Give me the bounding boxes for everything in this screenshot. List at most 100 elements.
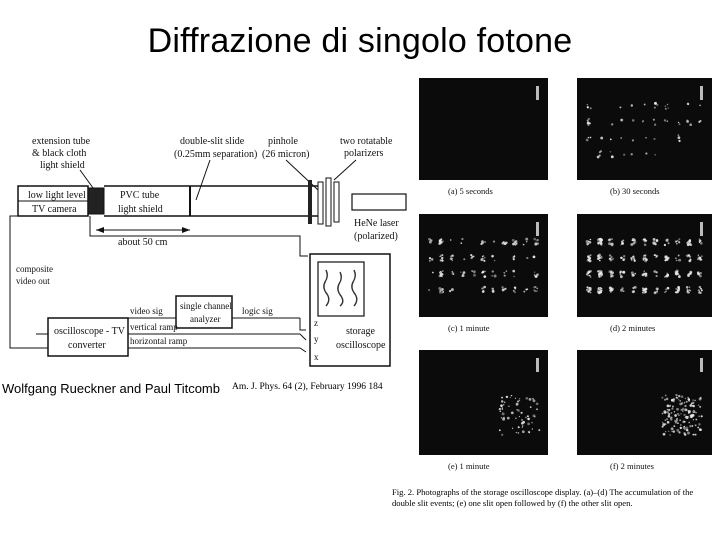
- photon-dot: [499, 429, 501, 431]
- photon-dot: [442, 270, 444, 272]
- photon-dot: [492, 256, 494, 258]
- photon-dot: [529, 432, 531, 434]
- storage-label: storage: [346, 326, 375, 337]
- photon-dot: [688, 104, 689, 105]
- panel-caption: (e) 1 minute: [448, 461, 490, 471]
- photon-dot: [589, 275, 590, 276]
- laser-label: HeNe laser: [354, 218, 399, 229]
- photon-dot: [699, 275, 702, 278]
- photon-dot: [522, 430, 525, 433]
- photon-dot: [665, 108, 667, 110]
- photon-dot: [678, 238, 680, 240]
- analyzer-label: single channel: [180, 301, 232, 311]
- photon-dot: [532, 398, 534, 400]
- photon-dot: [699, 242, 700, 243]
- photon-dot: [460, 271, 461, 272]
- photon-dot: [531, 422, 533, 424]
- photon-dot: [689, 239, 691, 241]
- photon-dot: [588, 241, 590, 243]
- photon-dot: [442, 240, 444, 242]
- photon-dot: [428, 238, 431, 241]
- photon-dot: [656, 104, 658, 106]
- photon-dot: [599, 287, 601, 289]
- photon-dot: [633, 257, 635, 259]
- photon-dot: [690, 258, 692, 260]
- photon-dot: [699, 406, 701, 408]
- photon-dot: [645, 152, 647, 154]
- photon-dot: [667, 104, 668, 105]
- photon-dot: [526, 241, 527, 242]
- photon-dot: [510, 397, 511, 398]
- photon-dot: [612, 258, 614, 260]
- photon-dot: [688, 422, 690, 424]
- photon-dot: [521, 419, 523, 421]
- apparatus-labels: extension tube & black cloth light shiel…: [32, 136, 393, 171]
- photon-dot: [513, 257, 515, 259]
- polarizer: [334, 182, 339, 222]
- photon-dot: [698, 404, 700, 406]
- polarizers-label: polarizers: [344, 148, 384, 159]
- extension-tube-label: & black cloth: [32, 148, 86, 159]
- photon-dot: [653, 271, 655, 273]
- photon-dot: [491, 275, 492, 276]
- photon-dot: [664, 119, 666, 121]
- photon-dot: [681, 395, 684, 398]
- photon-dot: [485, 271, 486, 272]
- photon-dot: [586, 243, 589, 246]
- photon-dot: [685, 426, 688, 429]
- photon-dot: [500, 411, 502, 413]
- photon-dot: [678, 275, 681, 278]
- photon-dot: [661, 397, 663, 399]
- photon-dot: [503, 272, 505, 274]
- photon-dot: [677, 273, 679, 275]
- photon-dot: [587, 256, 589, 258]
- photon-dot: [505, 288, 507, 290]
- photon-dot: [598, 257, 600, 259]
- photon-dot: [530, 406, 532, 408]
- photo-panel: (b) 30 seconds: [577, 78, 712, 196]
- photon-dot: [656, 239, 659, 242]
- photon-dot: [519, 416, 520, 417]
- photon-dot: [694, 434, 696, 436]
- photon-dot: [686, 286, 688, 288]
- photon-dot: [501, 434, 503, 436]
- extension-tube: [88, 188, 104, 214]
- photon-dot: [609, 257, 611, 259]
- polarizer: [326, 178, 331, 226]
- photon-dot: [511, 395, 512, 396]
- photon-dot: [697, 258, 699, 260]
- photon-dot: [667, 121, 668, 122]
- photon-dot: [512, 428, 513, 429]
- photon-dot: [689, 260, 691, 262]
- photon-dot: [644, 288, 645, 289]
- photon-dot: [671, 431, 672, 432]
- photon-dot: [619, 273, 621, 275]
- photon-dot: [511, 412, 514, 415]
- photon-dot: [644, 244, 647, 247]
- photon-dot: [673, 425, 675, 427]
- photon-dot: [699, 238, 701, 240]
- photon-dot: [610, 274, 613, 277]
- photon-dot: [522, 425, 523, 426]
- photon-dot: [483, 286, 486, 289]
- photon-dot: [610, 151, 612, 153]
- photon-dot: [463, 271, 466, 274]
- photon-dot: [665, 289, 666, 290]
- photon-dot: [699, 286, 701, 288]
- photon-dot: [609, 238, 611, 240]
- analyzer-label: analyzer: [190, 314, 220, 324]
- photon-dot: [598, 238, 599, 239]
- photon-dot: [429, 260, 431, 262]
- photon-dot: [473, 274, 476, 277]
- photon-dot: [586, 139, 589, 142]
- photon-dot: [697, 273, 700, 276]
- photon-dot: [664, 259, 666, 261]
- photon-dot: [588, 137, 589, 138]
- photon-dot: [473, 270, 476, 273]
- photon-dot: [501, 397, 503, 399]
- photon-dot: [610, 272, 612, 274]
- axis-label: y: [314, 334, 319, 344]
- photon-dot: [665, 105, 667, 107]
- photon-dot: [665, 290, 667, 292]
- photon-dot: [451, 288, 454, 291]
